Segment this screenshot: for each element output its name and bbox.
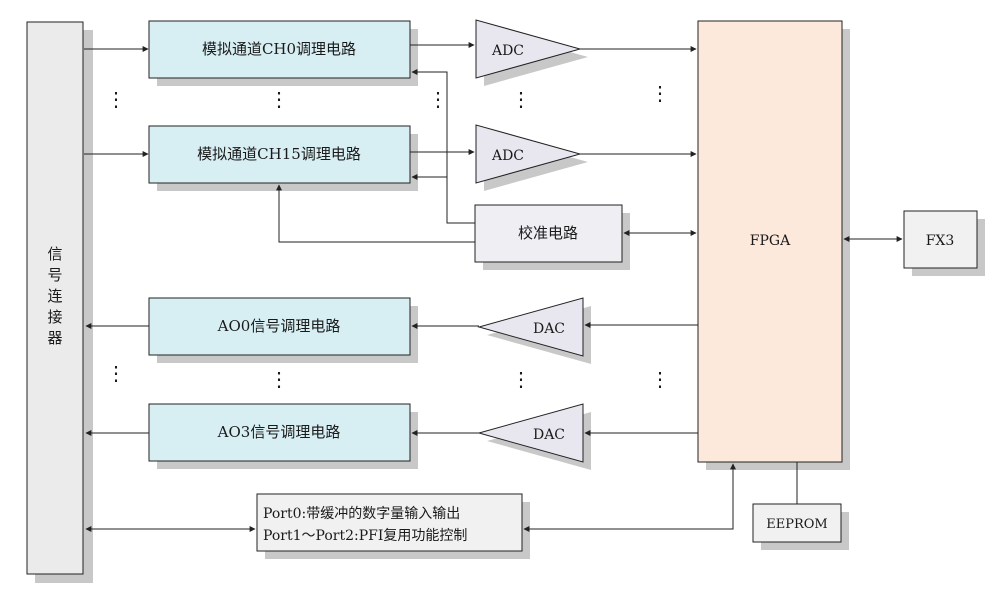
ch15-conditioning-block: 模拟通道CH15调理电路 [148,125,411,184]
fx3-label: FX3 [926,233,955,249]
ellipsis: ⋮ [511,367,531,391]
arrow-port-fpga [523,463,736,532]
connections [84,42,903,532]
calibration-block: 校准电路 [474,204,623,263]
dac-top-label: DAC [533,321,565,337]
adc-bottom-label: ADC [491,148,524,164]
dac-bottom: DAC [477,403,584,463]
ao0-label: AO0信号调理电路 [217,317,341,335]
adc-top: ADC [475,19,582,79]
arrow-calib-to-ch0 [411,69,475,224]
ellipsis: ⋮ [511,87,531,111]
connector-char-2: 号 [47,266,62,284]
ch0-label: 模拟通道CH0调理电路 [202,40,356,58]
dac-top: DAC [477,297,584,357]
connector-char-3: 连 [47,287,62,305]
ellipsis: ⋮ [269,367,289,391]
port-line-1: Port0:带缓冲的数字量输入输出 [263,506,460,522]
calibration-label: 校准电路 [518,224,578,242]
ao3-label: AO3信号调理电路 [217,423,341,441]
adc-bottom: ADC [475,124,582,184]
fpga-block: FPGA [697,20,843,463]
ch0-conditioning-block: 模拟通道CH0调理电路 [148,20,411,79]
connector-char-1: 信 [47,245,62,263]
port-line-2: Port1～Port2:PFI复用功能控制 [263,527,467,544]
signal-connector: 信 号 连 接 器 [26,21,84,575]
fx3-block: FX3 [903,210,978,269]
ch15-label: 模拟通道CH15调理电路 [197,145,361,163]
dac-bottom-label: DAC [533,427,565,443]
eeprom-block: EEPROM [752,503,842,543]
ao0-conditioning-block: AO0信号调理电路 [148,297,411,356]
arrow-calib-to-ch15-bottom [276,184,475,243]
ellipsis: ⋮ [106,87,126,111]
ellipsis: ⋮ [650,81,670,105]
ellipsis: ⋮ [650,367,670,391]
ao3-conditioning-block: AO3信号调理电路 [148,403,411,462]
adc-top-label: ADC [491,43,524,59]
connector-char-4: 接 [47,308,62,326]
eeprom-label: EEPROM [766,517,827,532]
ellipsis: ⋮ [106,361,126,385]
ellipsis: ⋮ [428,87,448,111]
ellipsis: ⋮ [269,87,289,111]
digital-port-block: Port0:带缓冲的数字量输入输出 Port1～Port2:PFI复用功能控制 [256,493,523,552]
fpga-label: FPGA [750,233,791,249]
ellipsis-markers: ⋮ ⋮ ⋮ ⋮ ⋮ ⋮ ⋮ ⋮ ⋮ [106,81,670,391]
connector-char-5: 器 [47,329,62,347]
